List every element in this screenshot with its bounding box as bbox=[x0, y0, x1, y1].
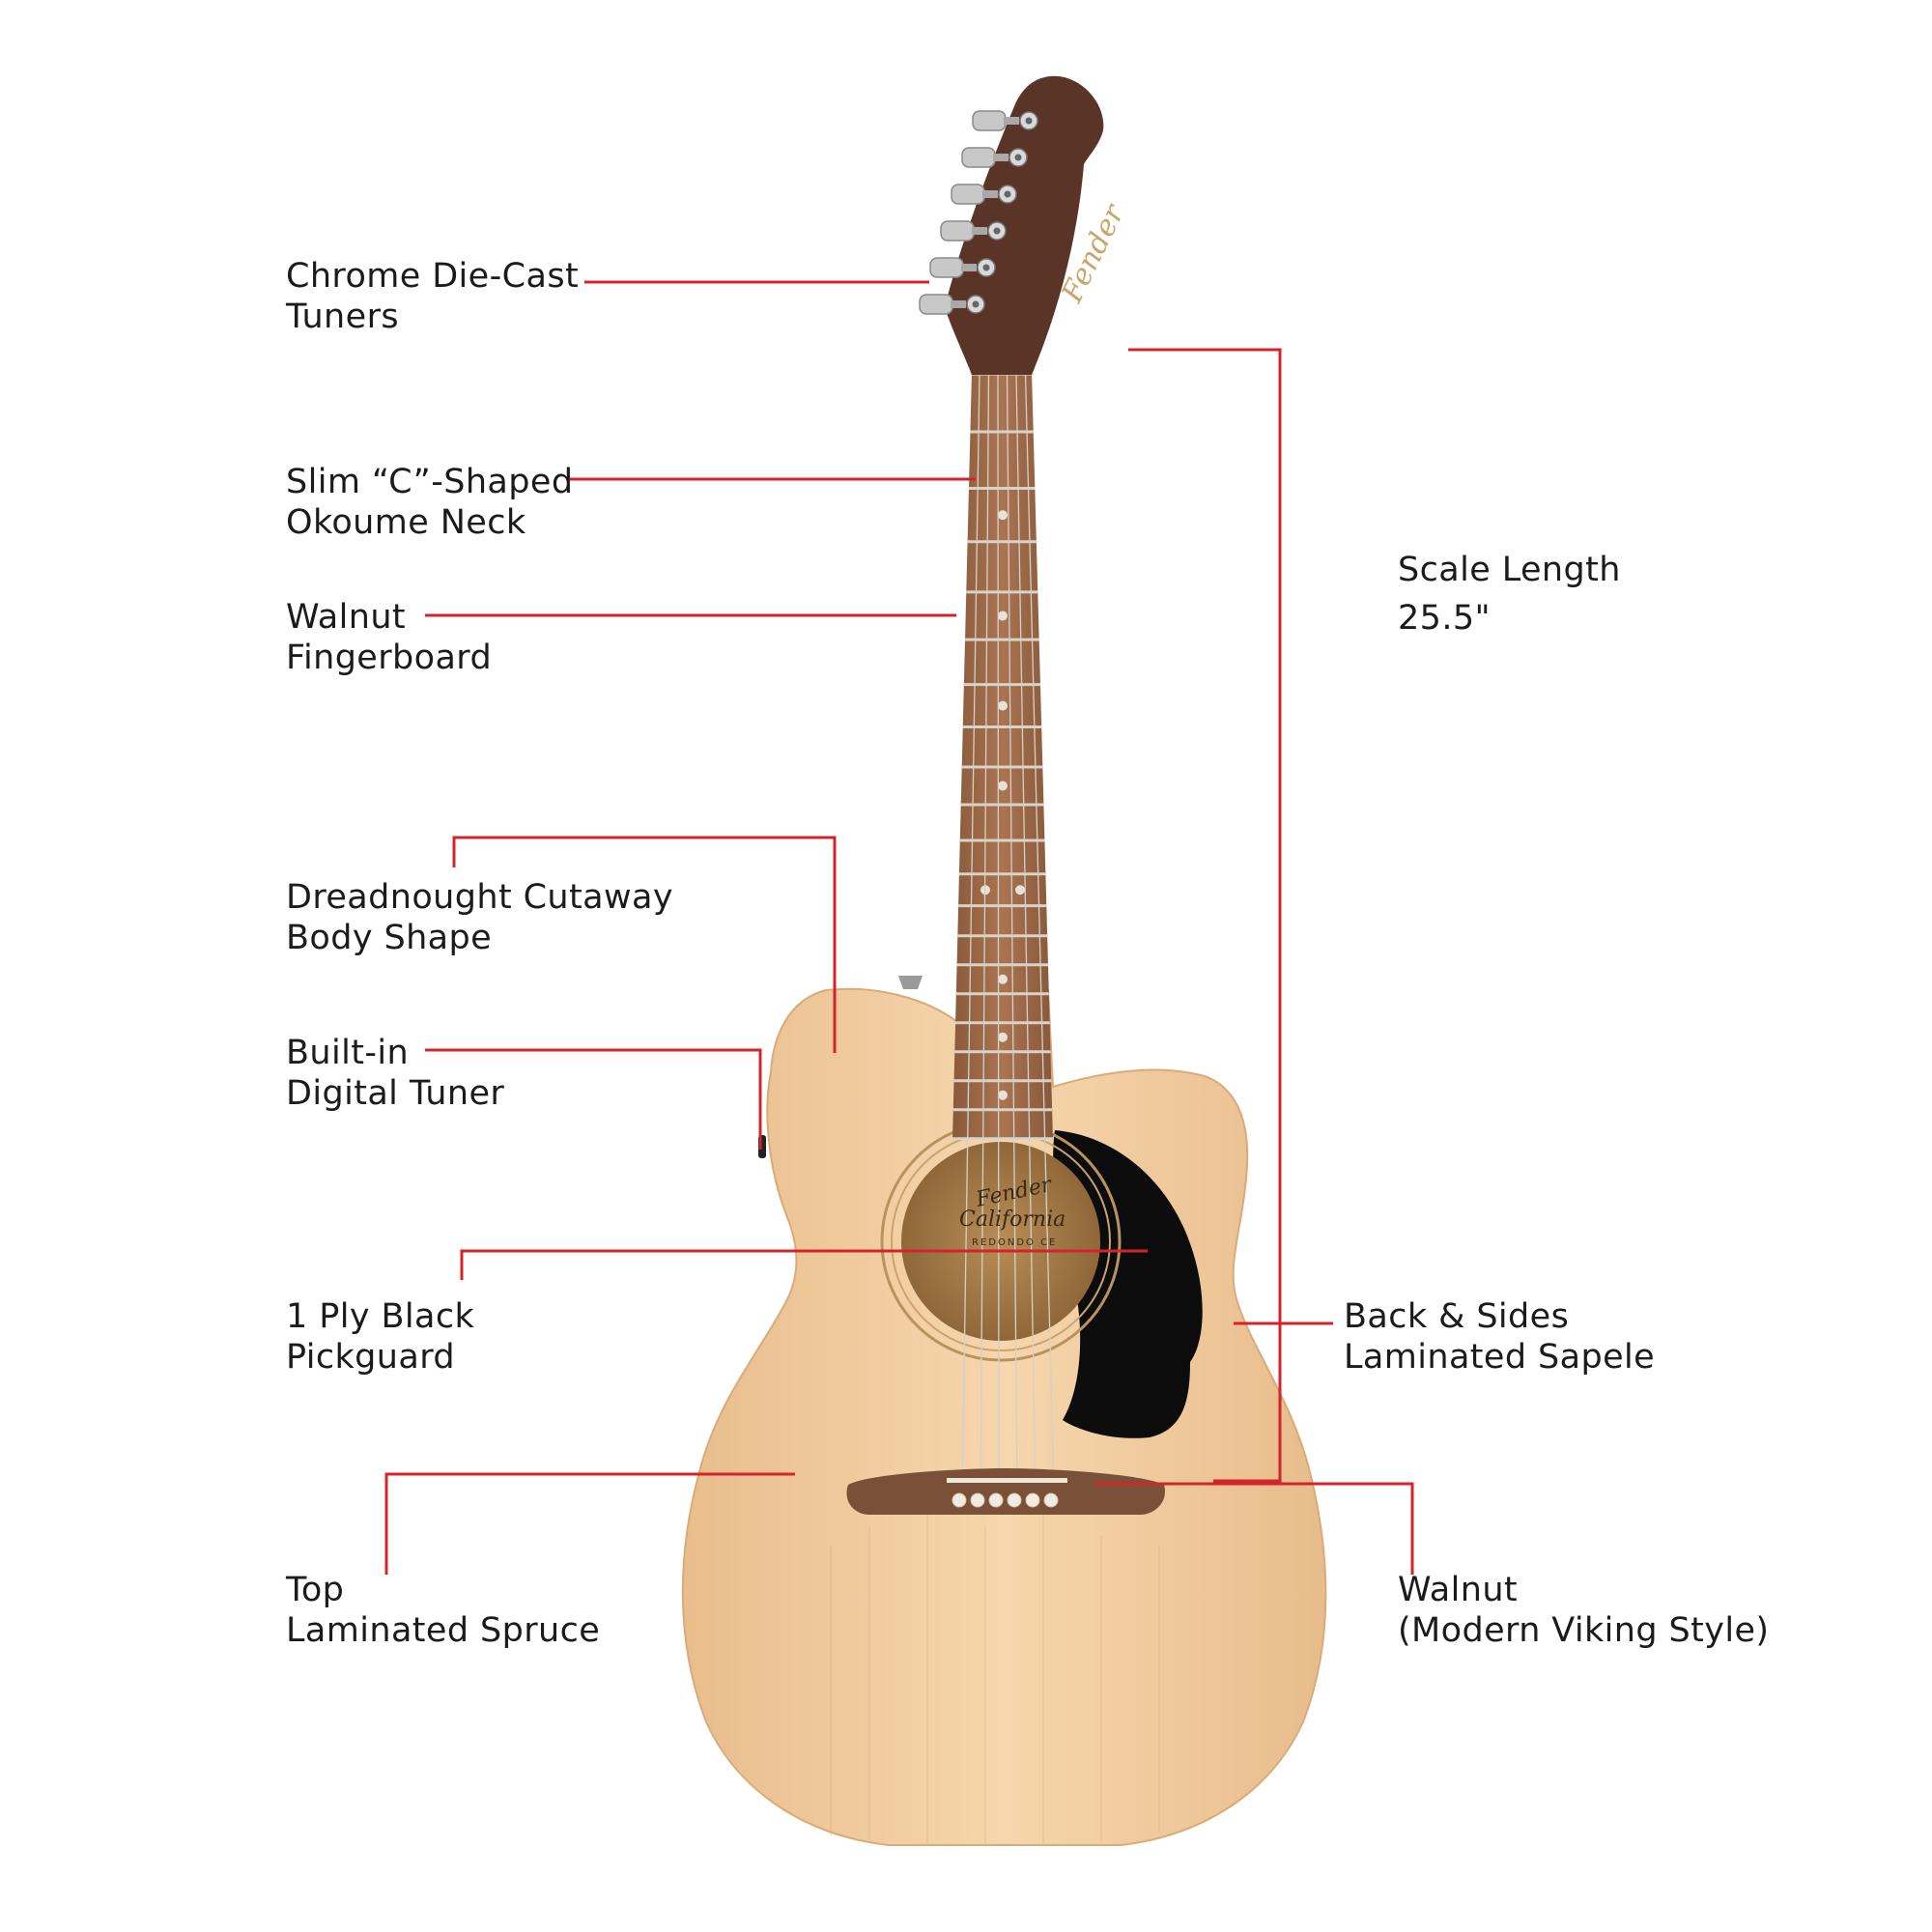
label-back-sides: Back & Sides Laminated Sapele bbox=[1344, 1296, 1655, 1378]
label-top-line1: Top bbox=[286, 1571, 345, 1609]
label-tuner: Built-in Digital Tuner bbox=[286, 1033, 504, 1114]
label-tuners: Chrome Die-Cast Tuners bbox=[286, 256, 579, 337]
label-back-sides-line1: Back & Sides bbox=[1344, 1297, 1570, 1336]
leader-pickguard bbox=[460, 1249, 1148, 1280]
label-scale: Scale Length 25.5" bbox=[1398, 546, 1621, 642]
inlay-dot bbox=[998, 611, 1008, 621]
string bbox=[961, 372, 980, 1496]
tuner-peg bbox=[929, 257, 996, 278]
soundhole-label-model: California bbox=[959, 1208, 1066, 1232]
label-tuner-line2: Digital Tuner bbox=[286, 1074, 505, 1113]
saddle bbox=[947, 1478, 1067, 1483]
soundhole-label-series: REDONDO CE bbox=[972, 1237, 1058, 1248]
tuner-peg bbox=[951, 184, 1017, 205]
tuner-pegs bbox=[919, 110, 1038, 315]
inlay-dot bbox=[1015, 885, 1025, 895]
inlay-dot bbox=[998, 974, 1008, 984]
tuner-peg bbox=[919, 294, 985, 315]
label-tuners-line2: Tuners bbox=[286, 298, 399, 336]
string bbox=[1006, 372, 1018, 1496]
fret-inlays bbox=[980, 510, 1025, 1100]
leader-top bbox=[384, 1472, 795, 1575]
label-top-line2: Laminated Spruce bbox=[286, 1611, 601, 1650]
label-tuner-line1: Built-in bbox=[286, 1034, 410, 1072]
label-scale-line2: 25.5" bbox=[1398, 599, 1492, 638]
string bbox=[997, 372, 1000, 1496]
label-tuners-line1: Chrome Die-Cast bbox=[286, 257, 580, 296]
label-body-shape-line1: Dreadnought Cutaway bbox=[286, 878, 673, 917]
label-bridge-line1: Walnut bbox=[1398, 1571, 1519, 1609]
tuner-peg bbox=[940, 220, 1007, 242]
inlay-dot bbox=[998, 1032, 1008, 1042]
bridge-pins bbox=[952, 1492, 1059, 1508]
leader-tuner bbox=[425, 1048, 762, 1150]
tuner-peg bbox=[961, 147, 1028, 168]
label-bridge-line2: (Modern Viking Style) bbox=[1398, 1611, 1770, 1650]
label-body-shape-line2: Body Shape bbox=[286, 919, 493, 957]
headstock bbox=[945, 75, 1104, 375]
fingerboard bbox=[952, 372, 1053, 1140]
label-fingerboard-line2: Fingerboard bbox=[286, 639, 493, 677]
label-fingerboard: Walnut Fingerboard bbox=[286, 597, 492, 678]
tuner-peg bbox=[972, 110, 1038, 131]
label-fingerboard-line1: Walnut bbox=[286, 598, 407, 637]
label-neck-line2: Okoume Neck bbox=[286, 503, 526, 542]
leader-bridge bbox=[1095, 1482, 1414, 1575]
label-back-sides-line2: Laminated Sapele bbox=[1344, 1338, 1656, 1377]
strap-button bbox=[898, 976, 923, 989]
label-body-shape: Dreadnought Cutaway Body Shape bbox=[286, 877, 673, 958]
label-neck-line1: Slim “C”-Shaped bbox=[286, 463, 574, 501]
inlay-dot bbox=[998, 1090, 1008, 1100]
bridge bbox=[846, 1468, 1165, 1515]
inlay-dot bbox=[998, 510, 1008, 521]
leader-scale bbox=[1128, 348, 1282, 1483]
wood-grain bbox=[830, 1507, 1160, 1845]
frets bbox=[952, 430, 1053, 1141]
string bbox=[1015, 372, 1037, 1496]
string bbox=[1024, 372, 1055, 1496]
label-pickguard-line1: 1 Ply Black bbox=[286, 1297, 475, 1336]
inlay-dot bbox=[998, 700, 1008, 711]
inlay-dot bbox=[998, 781, 1008, 791]
leader-body-shape bbox=[452, 836, 837, 1053]
label-pickguard-line2: Pickguard bbox=[286, 1338, 456, 1377]
label-scale-line1: Scale Length bbox=[1398, 551, 1621, 589]
label-bridge: Walnut (Modern Viking Style) bbox=[1398, 1570, 1769, 1651]
strings bbox=[961, 372, 1055, 1496]
leader-lines bbox=[384, 280, 1414, 1575]
label-top: Top Laminated Spruce bbox=[286, 1570, 600, 1651]
label-pickguard: 1 Ply Black Pickguard bbox=[286, 1296, 474, 1378]
label-neck: Slim “C”-Shaped Okoume Neck bbox=[286, 462, 573, 543]
soundhole bbox=[901, 1142, 1100, 1341]
string bbox=[980, 372, 990, 1496]
